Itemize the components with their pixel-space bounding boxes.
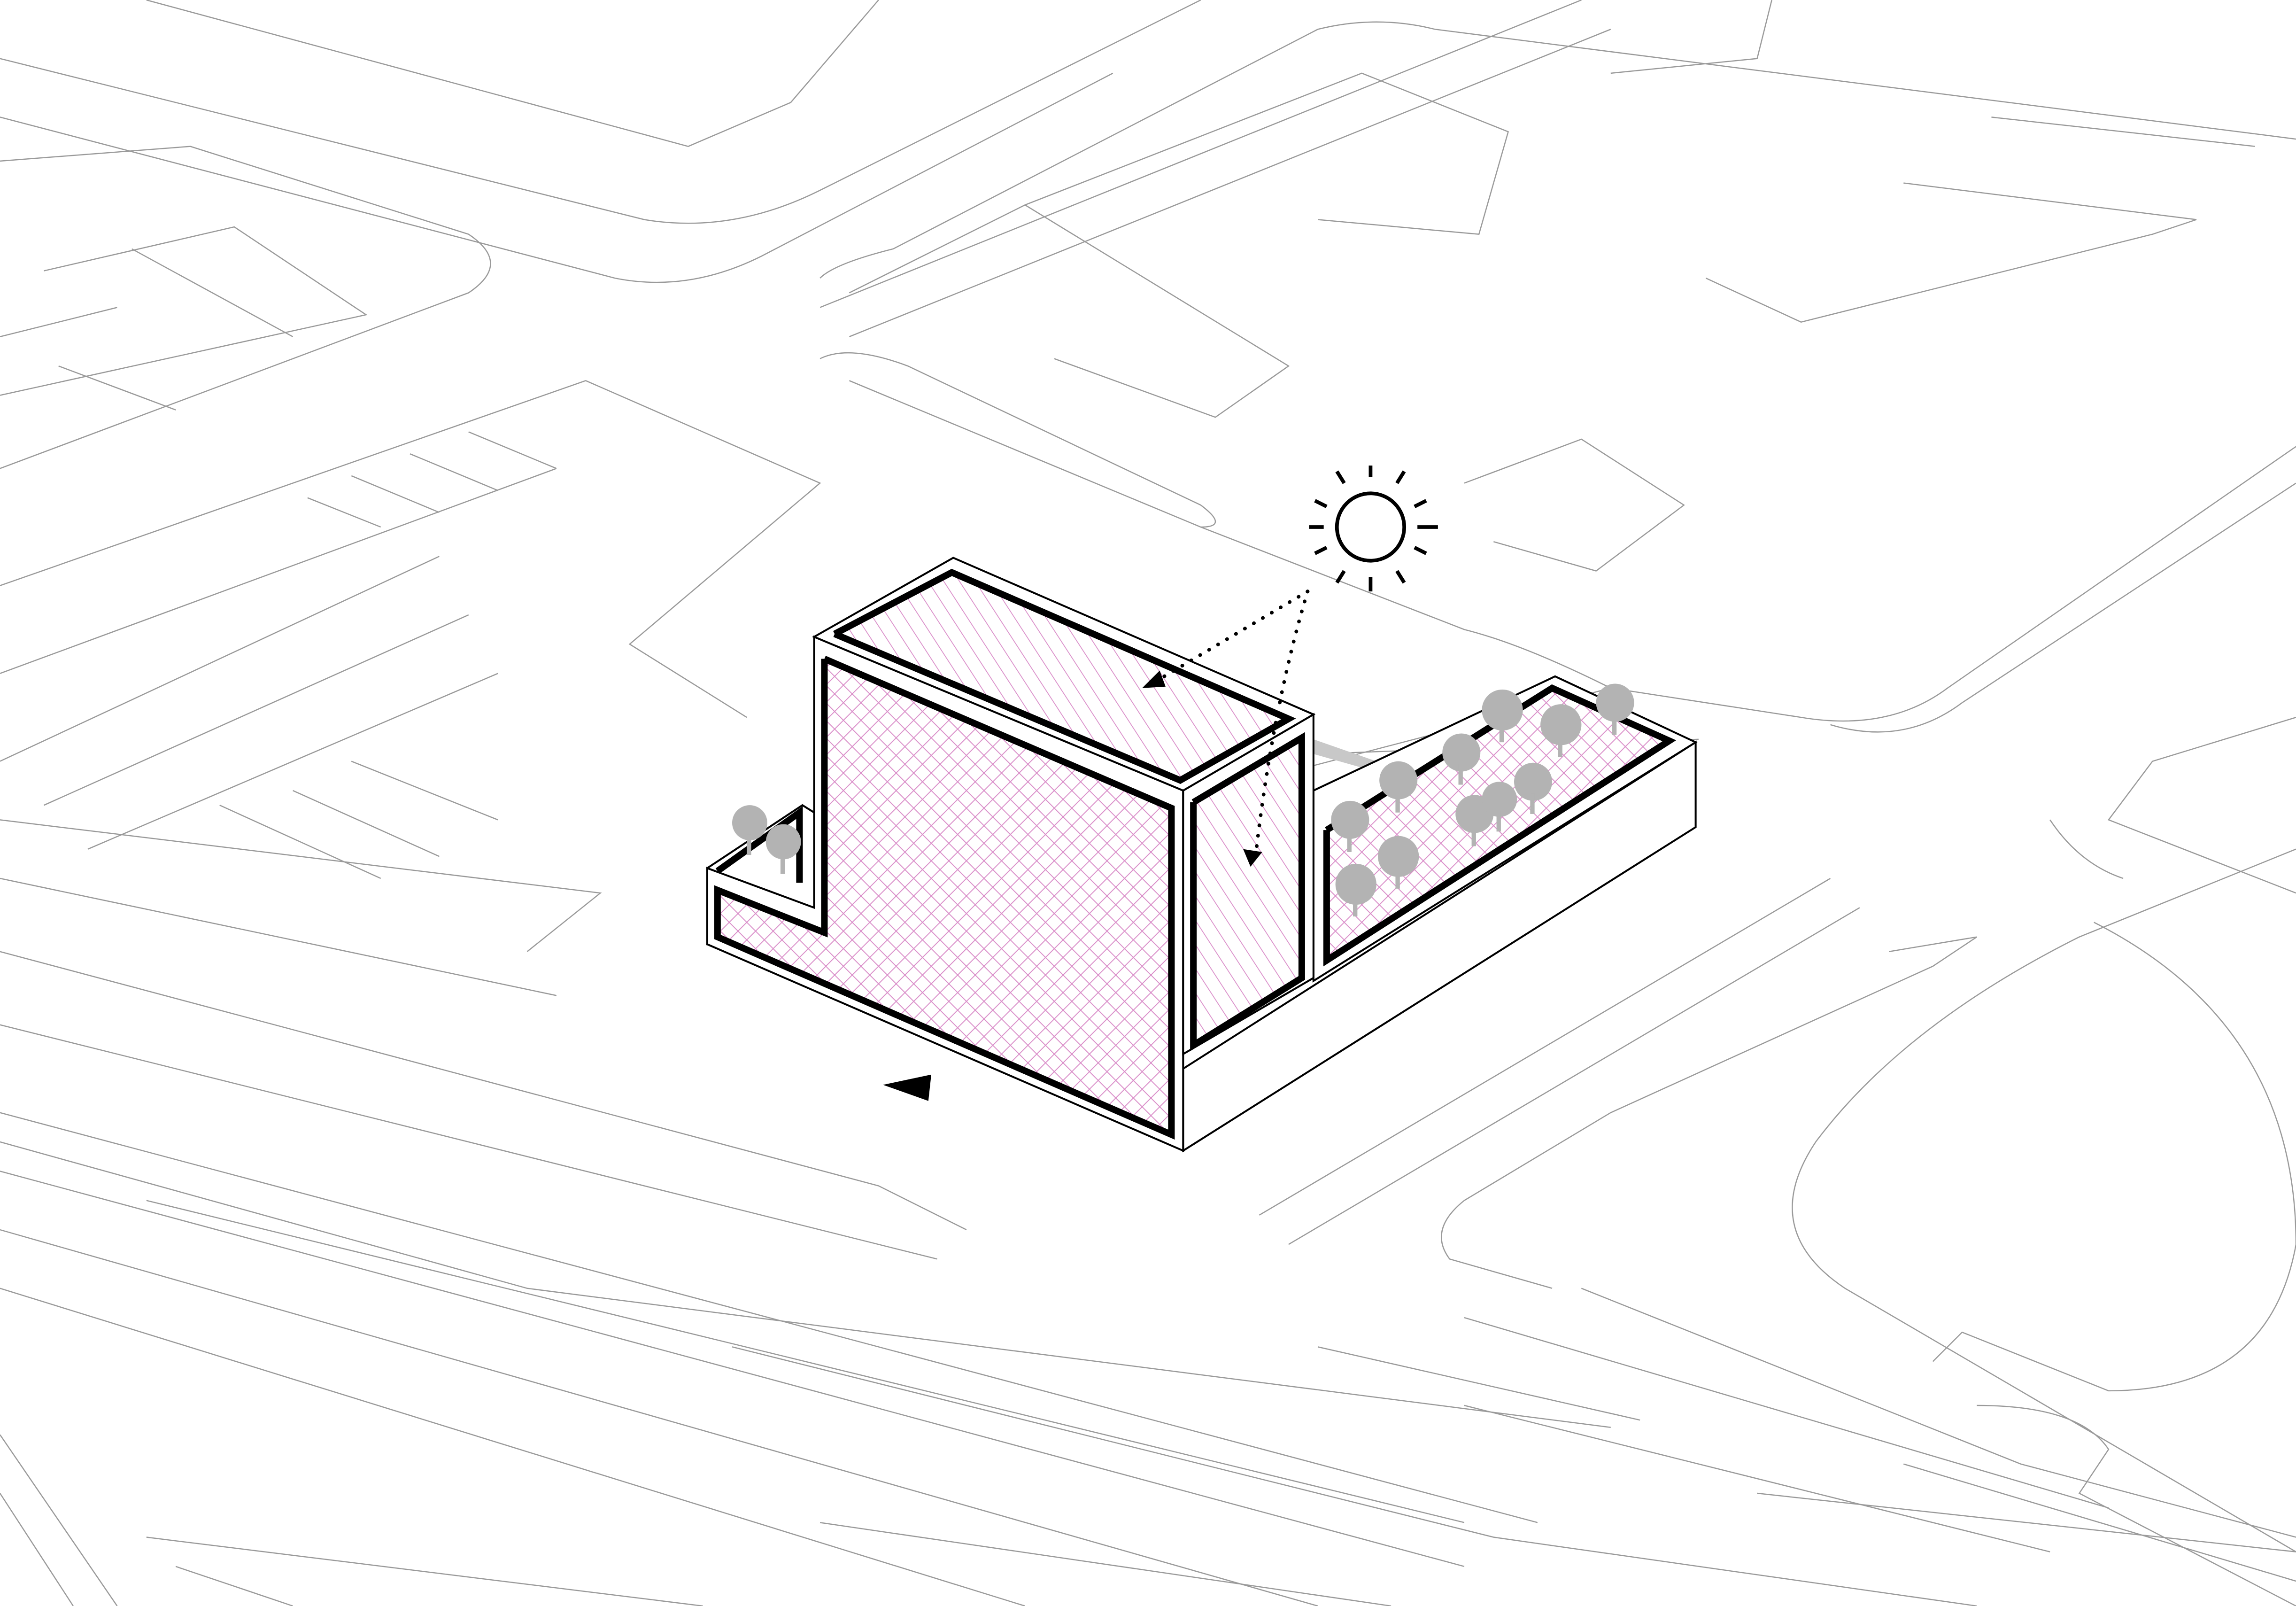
tree-icon [1540,704,1582,757]
tree-icon [1379,761,1418,813]
front-facade-edge [714,656,1175,1140]
tree-icon [1482,689,1523,743]
side-facade-hatch [1193,737,1302,1046]
tree-icon [1378,836,1419,889]
sun-icon [1309,466,1438,592]
roof-edge [833,568,1296,784]
tree-icon [1442,733,1481,785]
roof-hatch [835,572,1289,781]
front-facade-hatch [717,659,1172,1135]
tree-icon [1596,683,1634,735]
tree-icon [765,824,801,874]
tree-icon [1331,800,1369,852]
left-wing-edge [715,806,803,883]
roof-garden-edge [1323,684,1677,967]
trees [732,683,1634,917]
building [706,557,1698,1153]
sunlight-arrow-icon [1142,590,1310,867]
tree-icon [1335,863,1376,917]
tree-icon [732,805,767,855]
tree-icon [1514,762,1553,814]
tree-icon [1482,782,1517,832]
side-facade-edge [1190,732,1305,1051]
entrance-arrow-icon [883,1074,932,1101]
